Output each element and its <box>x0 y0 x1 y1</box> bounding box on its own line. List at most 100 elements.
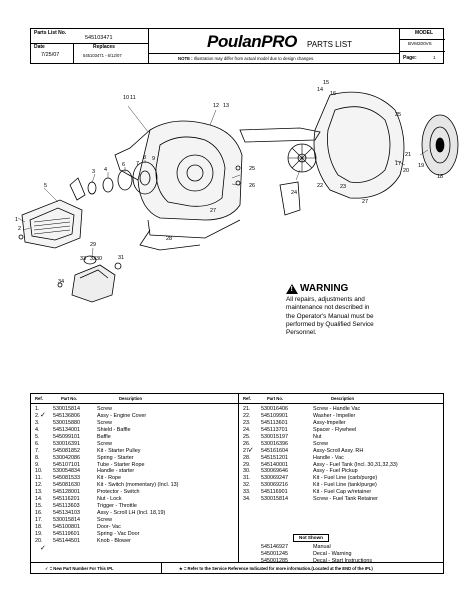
table-cell: 545119601 <box>53 530 80 537</box>
parts-list-no: 545103471 <box>85 35 113 41</box>
service-reference-legend: ★ = Refer to the Service Reference Indic… <box>179 566 373 571</box>
table-cell: 4. <box>35 426 40 433</box>
table-cell: 545107101 <box>53 461 80 468</box>
table-cell: Screw <box>97 440 112 447</box>
table-cell: 530042086 <box>53 454 80 461</box>
table-cell: 31. <box>243 475 251 482</box>
table-cell: 9. <box>35 461 40 468</box>
callout: 15 <box>323 80 329 86</box>
table-cell: 33. <box>243 489 251 496</box>
brand-logo: PoulanPRO <box>207 32 297 51</box>
not-shown-descs: Manual Decal - Warning Decal - Start Ins… <box>313 544 373 564</box>
callout: 5 <box>44 183 47 189</box>
replaces-label: Replaces <box>93 44 115 50</box>
table-cell: 545116901 <box>261 489 288 496</box>
table-cell: Screw <box>97 517 112 523</box>
callout: 34 <box>58 279 64 285</box>
replaces-value: 545103471 - 6/12/07 <box>83 53 122 58</box>
table-cell: Handle - starter <box>97 468 135 475</box>
callout: 21 <box>405 152 411 158</box>
header-ref: Ref. <box>243 396 251 401</box>
table-cell: Assy-Scroll Assy. RH <box>313 447 364 454</box>
table-cell: 11. <box>35 475 43 482</box>
table-cell: 545136806 <box>53 412 80 419</box>
callout: 18 <box>437 174 443 180</box>
table-cell: 29. <box>243 461 251 468</box>
table-cell: Washer - Impeller <box>313 412 356 419</box>
table-cell: 34. <box>243 496 251 503</box>
callout: 25 <box>249 166 255 172</box>
table-cell: Knob - Blower <box>97 537 131 544</box>
table-cell: 28. <box>243 454 251 461</box>
callout: 7 <box>136 161 139 167</box>
table-cell: 32. <box>243 482 251 489</box>
callout: 24 <box>291 190 297 196</box>
table-cell: 7. <box>35 447 40 454</box>
table-cell: Assy - Fuel Tank (Incl. 30,31,32,33) <box>313 461 398 468</box>
right-ref-column: 21.22.23.24.25.26.27.28.29.30.31.32.33.3… <box>243 406 251 503</box>
parts-list-no-label: Parts List No. <box>34 30 67 36</box>
table-cell: 545151201 <box>261 454 288 461</box>
legend-footer: ✓ = New Part Number For This IPL ★ = Ref… <box>30 563 444 574</box>
table-cell: 545134001 <box>53 426 80 433</box>
table-cell: 24. <box>243 426 251 433</box>
table-cell: 545134103 <box>53 510 80 517</box>
table-cell: 545081533 <box>53 475 80 482</box>
header-block: Parts List No. 545103471 Date 7/25/07 Re… <box>30 28 445 64</box>
parts-table: Ref. Part No. Description Ref. Part No. … <box>30 393 444 564</box>
table-cell: Screw <box>97 419 112 426</box>
new-part-check-icon: ✓ <box>40 412 46 419</box>
table-cell: 545144501 <box>53 537 80 544</box>
table-cell: 545140001 <box>261 461 288 468</box>
table-cell: 17. <box>35 517 43 523</box>
callout: 2 <box>18 226 21 232</box>
date-label: Date <box>34 44 45 50</box>
table-cell: Nut - Lock <box>97 496 122 503</box>
callout: 30 <box>96 256 102 262</box>
table-cell: 27. <box>243 447 251 454</box>
table-cell: 530015814 <box>53 517 80 523</box>
table-cell: 1. <box>35 406 40 412</box>
table-cell: Assy - Engine Cover <box>97 412 147 419</box>
table-cell: Spring - Starter <box>97 454 134 461</box>
table-cell: 21. <box>243 406 251 412</box>
table-cell: Handle - Vac <box>313 454 344 461</box>
table-cell: Trigger - Throttle <box>97 503 137 510</box>
header-ref: Ref. <box>35 396 43 401</box>
callout: 1 <box>15 217 18 223</box>
new-part-check-icon: ✓ <box>40 545 46 552</box>
table-cell: Kit - Fuel Cap w/retainer <box>313 489 372 496</box>
table-cell: 14. <box>35 496 43 503</box>
callout: 14 <box>317 87 323 93</box>
table-cell: 19. <box>35 530 43 537</box>
table-cell: 545113701 <box>261 426 288 433</box>
callout: 27 <box>362 199 368 205</box>
model-value: BVM200VS <box>408 41 432 46</box>
table-cell: 16. <box>35 510 43 517</box>
table-cell: 20. <box>35 537 43 544</box>
table-cell: 22. <box>243 412 251 419</box>
table-cell: 545099101 <box>53 433 80 440</box>
table-cell: 545113601 <box>261 419 288 426</box>
callout: 11 <box>130 95 136 101</box>
callout: 12 <box>213 103 219 109</box>
table-cell: Assy - Fuel Pickup <box>313 468 358 475</box>
callout: 22 <box>317 183 323 189</box>
illustration-note: NOTE : Illustration may differ from actu… <box>178 56 315 61</box>
not-shown-parts: 545146927 545001245 545001285 <box>261 544 288 564</box>
warning-text: All repairs, adjustments and maintenance… <box>286 296 374 337</box>
table-cell: 30. <box>243 468 251 475</box>
table-cell: 530015880 <box>53 419 80 426</box>
table-cell: 15. <box>35 503 43 510</box>
callout: 20 <box>403 168 409 174</box>
table-cell: Spring - Vac Door <box>97 530 140 537</box>
table-cell: 2. <box>35 412 40 419</box>
table-cell: Screw - Handle Vac <box>313 406 361 412</box>
callout: 6 <box>122 162 125 168</box>
callout: 9 <box>152 156 155 162</box>
table-cell: Kit - Fuel Line (carb/purge) <box>313 475 378 482</box>
